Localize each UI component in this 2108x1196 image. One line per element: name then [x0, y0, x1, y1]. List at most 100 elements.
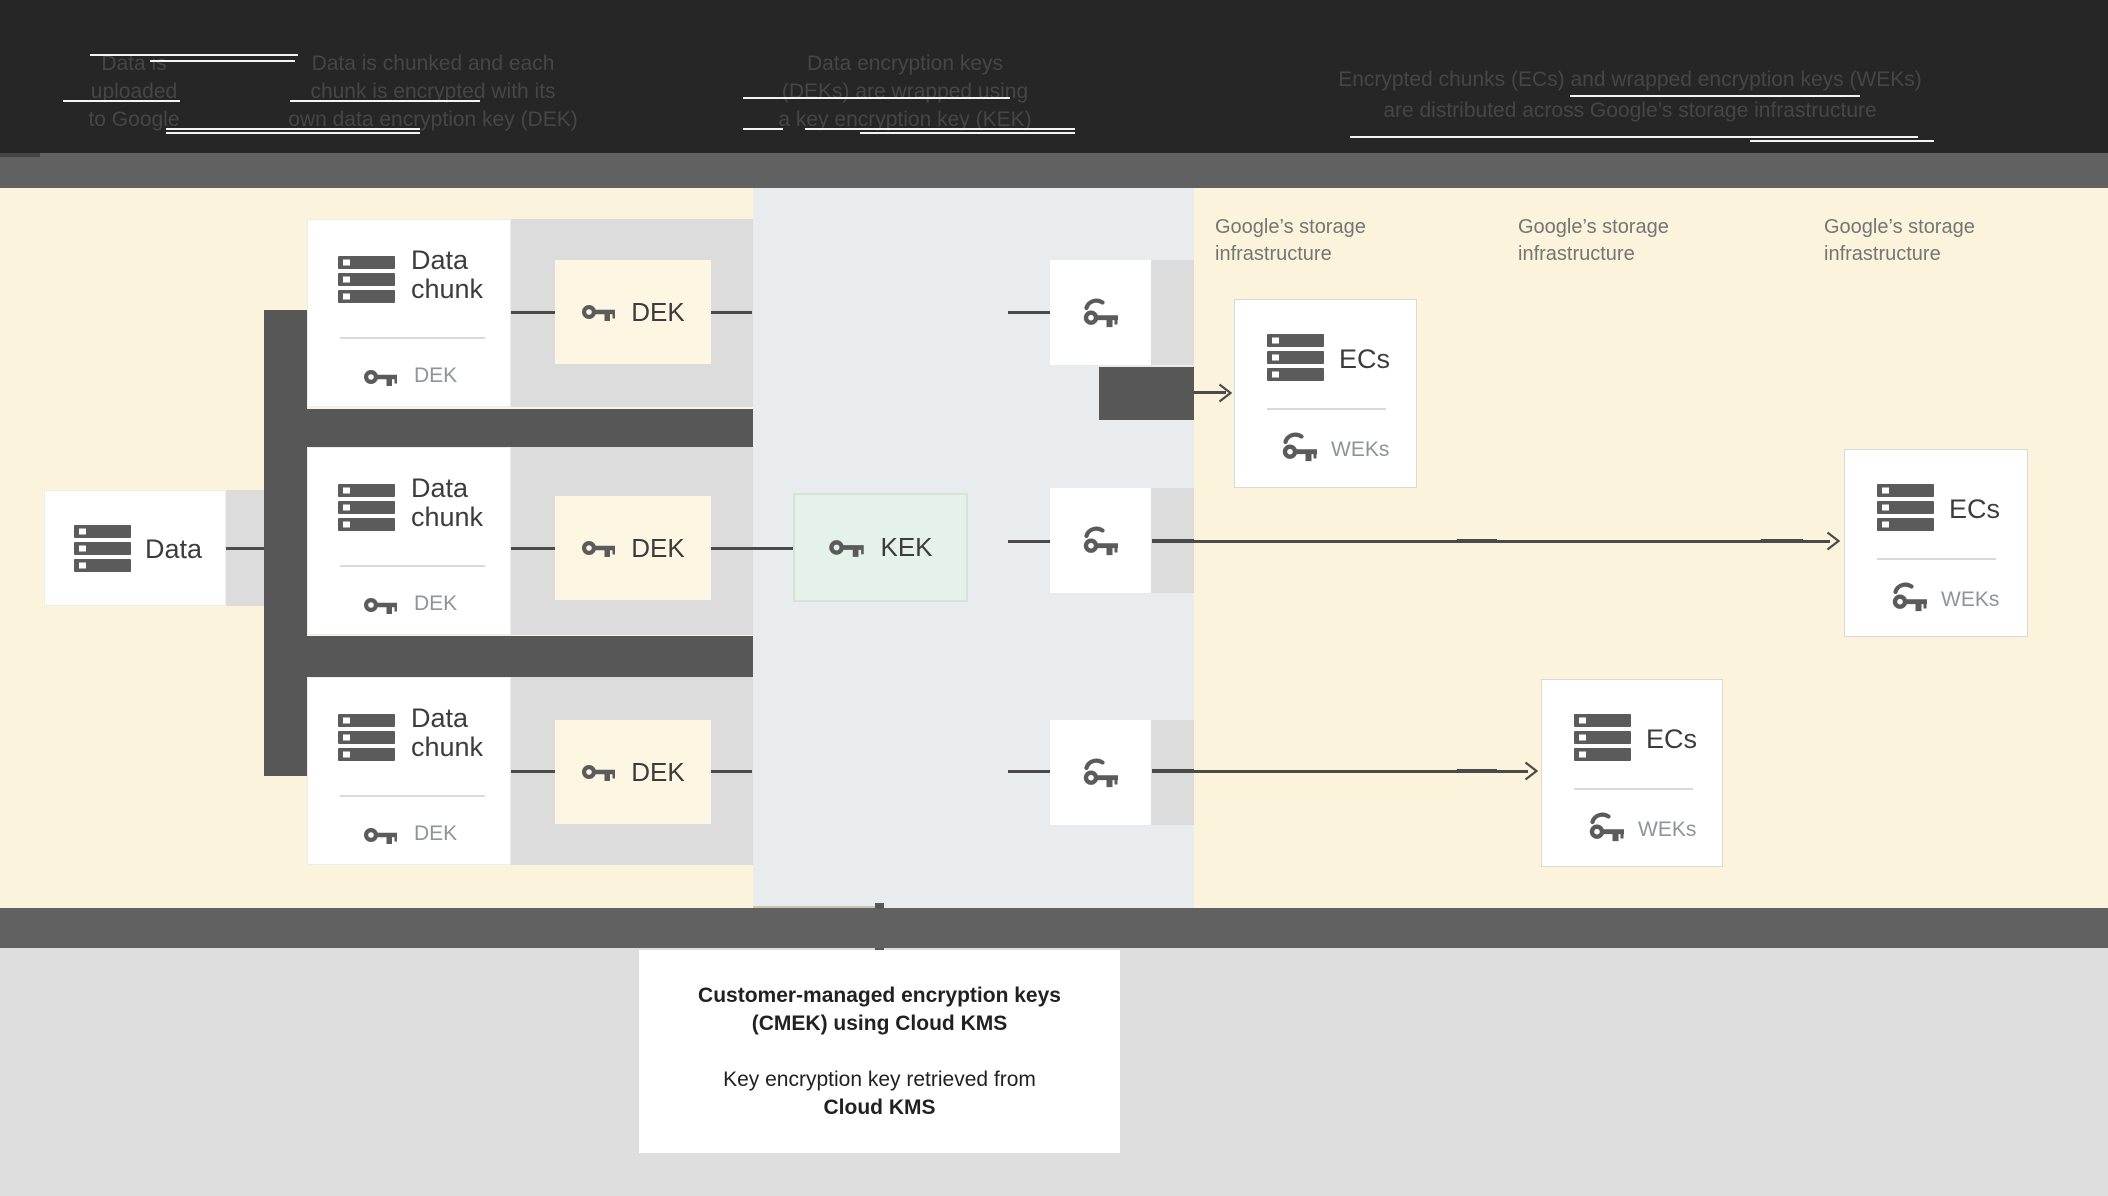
wrapped-key-icon [1586, 811, 1628, 842]
step-line: to Google [88, 108, 180, 131]
chunk-gap-bar-2 [307, 636, 753, 677]
step-line: chunk is encrypted with its [310, 80, 556, 103]
card-divider [1267, 408, 1386, 410]
data-label: Data [145, 534, 203, 564]
header-step-3: Data encryption keys (DEKs) are wrapped … [745, 50, 1065, 134]
artifact-line [1750, 140, 1934, 142]
caption-line-4: Cloud KMS [823, 1095, 936, 1119]
wrapped-key-box-1 [1050, 260, 1151, 365]
arrow-splice [1457, 539, 1497, 543]
wrapped-key-icon [1080, 757, 1122, 788]
artifact-line [90, 54, 298, 56]
database-icon [1267, 334, 1324, 381]
wrapped-key-icon [1279, 431, 1321, 462]
dek-label: DEK [631, 532, 685, 563]
step-line: are distributed across Google’s storage … [1383, 99, 1877, 122]
header-step-1: Data is uploaded to Google [34, 50, 234, 134]
artifact-line [166, 132, 420, 134]
key-icon [364, 828, 397, 844]
band-tan-line [753, 906, 879, 908]
step-line: Data encryption keys [806, 52, 1004, 75]
card-divider [340, 565, 485, 567]
arrow-line-1 [1194, 391, 1226, 394]
arrow-splice [1152, 539, 1194, 543]
header-step-4: Encrypted chunks (ECs) and wrapped encry… [1280, 64, 1980, 126]
artifact-line [743, 128, 783, 130]
key-icon [364, 598, 397, 614]
artifact-line [1570, 95, 1860, 97]
kek-box: KEK [793, 493, 968, 602]
connector-chunk3-dek3 [511, 770, 555, 773]
ecs-card-3: ECs WEKs [1541, 679, 1723, 867]
card-divider [1877, 558, 1996, 560]
step-line: own data encryption key (DEK) [288, 108, 578, 131]
distribution-block [1099, 367, 1194, 420]
artifact-line [860, 132, 1075, 134]
caption-line-1: Customer-managed encryption keys [698, 983, 1061, 1007]
weks-label: WEKs [1941, 588, 2000, 611]
ecs-label: ECs [1646, 724, 1698, 754]
arrow-splice [1761, 539, 1803, 543]
artifact-line [805, 128, 1075, 130]
chunk-dek-label: DEK [414, 592, 458, 615]
caption-line-3: Key encryption key retrieved from [723, 1067, 1036, 1091]
arrowhead-icon [1218, 383, 1232, 403]
caption-box: Customer-managed encryption keys (CMEK) … [639, 950, 1120, 1153]
step-line: uploaded [90, 80, 178, 103]
step-line: Encrypted chunks (ECs) and wrapped encry… [1338, 68, 1922, 91]
arrow-splice [1457, 769, 1497, 773]
kms-caption-notch-top [875, 903, 884, 909]
step-line: Data is [101, 52, 167, 75]
header-step-2: Data is chunked and each chunk is encryp… [273, 50, 593, 134]
connector-kek-wrap2 [1008, 540, 1050, 543]
weks-label: WEKs [1638, 818, 1697, 841]
chunk-gap-bar-1 [307, 409, 753, 447]
database-icon [1574, 714, 1631, 761]
connector-wrap3 [1008, 770, 1050, 773]
database-icon [338, 484, 395, 531]
infra-band-bottom [0, 908, 2108, 948]
database-icon [74, 525, 131, 572]
step-line: a key encryption key (KEK) [778, 108, 1032, 131]
artifact-line [63, 100, 180, 102]
dek-label: DEK [631, 296, 685, 327]
step-line: Data is chunked and each [311, 52, 555, 75]
weks-label: WEKs [1331, 438, 1390, 461]
wrapped-key-icon [1889, 581, 1931, 612]
connector-wrap1 [1008, 311, 1050, 314]
card-divider [340, 795, 485, 797]
data-box: Data [44, 490, 226, 606]
wrapped-key-icon [1080, 525, 1122, 556]
arrowhead-icon [1826, 531, 1840, 551]
connector-dek1-kms [711, 311, 752, 314]
artifact-line [290, 100, 480, 102]
wrapped-key-box-3 [1050, 720, 1151, 825]
infra-band-top [0, 153, 2108, 188]
ecs-card-2: ECs WEKs [1844, 449, 2028, 637]
key-icon [364, 370, 397, 386]
arrow-line-3 [1152, 770, 1528, 773]
card-divider [340, 337, 485, 339]
caption-line-2: (CMEK) using Cloud KMS [751, 1011, 1008, 1035]
key-icon [582, 305, 616, 321]
connector-dek3-kms [711, 770, 752, 773]
wrapped-key-icon [1080, 297, 1122, 328]
dek-label: DEK [631, 756, 685, 787]
band-notch-left [0, 153, 40, 157]
connector-data-trunk [226, 547, 264, 550]
arrow-splice [1152, 769, 1194, 773]
database-icon [1877, 484, 1934, 531]
chunk-trunk-bar [264, 310, 307, 776]
arrowhead-icon [1524, 761, 1538, 781]
artifact-line [1350, 136, 1918, 138]
key-icon [829, 540, 865, 557]
